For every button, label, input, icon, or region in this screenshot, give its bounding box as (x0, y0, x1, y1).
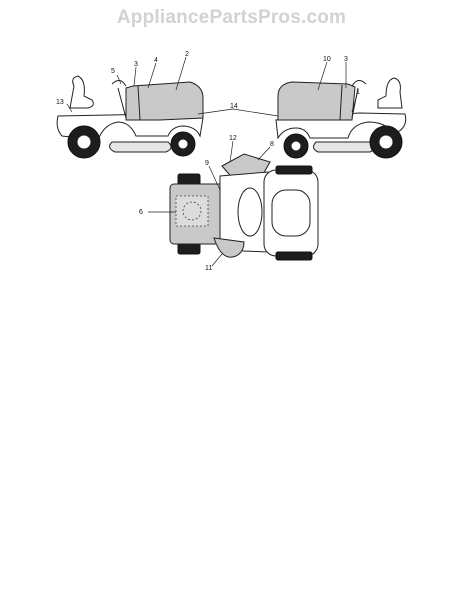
callout-6: 6 (139, 209, 143, 216)
watermark: AppliancePartsPros.com (116, 7, 347, 28)
callout-9: 9 (205, 160, 209, 167)
callout-3-left: 3 (134, 61, 138, 68)
callout-12: 12 (229, 135, 237, 142)
callout-14: 14 (230, 103, 238, 110)
callout-labels: 13 5 3 4 2 14 10 3 1 12 8 9 6 11 (56, 51, 360, 272)
callout-10: 10 (323, 56, 331, 63)
callout-4: 4 (154, 57, 158, 64)
callout-11: 11 (205, 265, 212, 272)
callout-2: 2 (185, 51, 189, 58)
tractor-top-view (169, 153, 319, 261)
callout-5: 5 (111, 68, 115, 75)
callout-1: 1 (356, 89, 360, 96)
leader-lines (66, 56, 358, 267)
callout-13: 13 (56, 99, 64, 106)
callout-3-right: 3 (344, 56, 348, 63)
tractor-left-view (56, 75, 204, 159)
callout-8: 8 (270, 141, 274, 148)
tractor-right-view (275, 77, 407, 159)
